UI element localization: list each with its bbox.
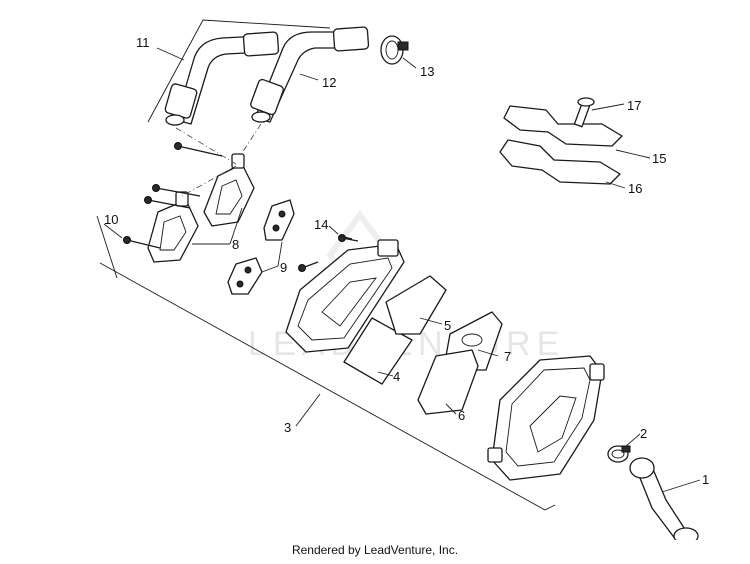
centerline-a — [175, 127, 237, 165]
callouts: 11 12 13 17 15 16 14 8 9 10 5 7 4 6 3 2 … — [104, 35, 709, 487]
callout-12: 12 — [322, 75, 336, 90]
callout-2: 2 — [640, 426, 647, 441]
callout-3: 3 — [284, 420, 291, 435]
callout-6: 6 — [458, 408, 465, 423]
callout-14: 14 — [314, 217, 328, 232]
strap-part-16 — [499, 139, 621, 185]
exploded-parts-diagram: LEADVENTURE — [96, 19, 709, 540]
group-bracket-upper — [147, 19, 331, 123]
callout-11: 11 — [136, 35, 150, 50]
airbox-base — [487, 355, 605, 481]
hose-part-12 — [250, 26, 370, 123]
bolts — [123, 142, 359, 272]
group-bracket-lower — [99, 262, 556, 511]
leader-lines — [103, 47, 701, 493]
bracket-part-8-upper — [203, 153, 255, 227]
centerline-b — [239, 123, 262, 157]
pad-part-9-upper — [263, 199, 295, 241]
hose-part-11 — [164, 31, 280, 126]
airbox-cover-part-3 — [285, 239, 405, 353]
callout-15: 15 — [652, 151, 666, 166]
seal-part-5 — [385, 275, 447, 335]
callout-16: 16 — [628, 181, 642, 196]
callout-17: 17 — [627, 98, 641, 113]
screw-part-14 — [339, 235, 353, 240]
callout-7: 7 — [504, 349, 511, 364]
pin-part-17 — [573, 97, 595, 128]
clamp-part-13 — [380, 35, 409, 65]
centerline-c — [181, 165, 237, 197]
pad-part-9-lower — [227, 257, 263, 295]
callout-10: 10 — [104, 212, 118, 227]
clamp-part-2 — [607, 445, 631, 463]
footer-credit: Rendered by LeadVenture, Inc. — [291, 543, 459, 557]
intake-tube-part-1 — [629, 457, 699, 540]
gasket-part-4 — [343, 317, 413, 385]
callout-4: 4 — [393, 369, 400, 384]
group-bracket-left — [96, 215, 118, 279]
callout-1: 1 — [702, 472, 709, 487]
callout-8: 8 — [232, 237, 239, 252]
filter-part-6 — [417, 349, 479, 415]
strap-part-15 — [503, 105, 623, 147]
callout-5: 5 — [444, 318, 451, 333]
callout-13: 13 — [420, 64, 434, 79]
bracket-part-8-lower — [147, 191, 199, 263]
foam-part-7-hole — [461, 333, 483, 347]
callout-9: 9 — [280, 260, 287, 275]
